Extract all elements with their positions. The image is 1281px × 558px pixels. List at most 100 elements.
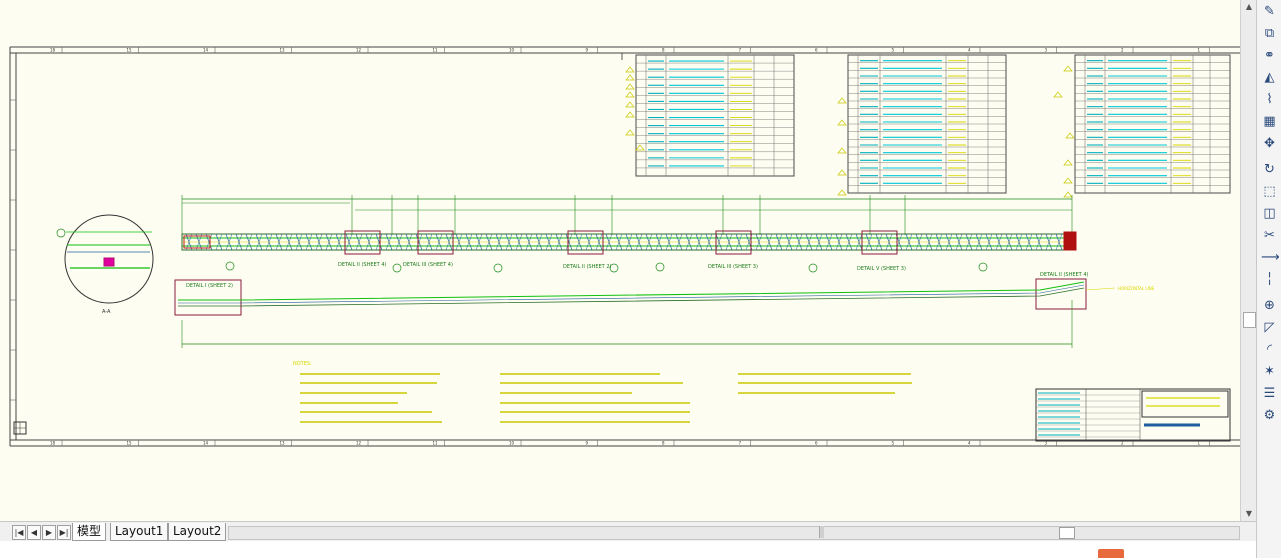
ruler-number: 12 <box>356 48 362 53</box>
ruler-number: 1 <box>1198 48 1201 53</box>
status-indicator-icon <box>1098 549 1124 558</box>
scale-icon[interactable]: ⬚ <box>1263 184 1276 199</box>
ruler-number: 11 <box>433 441 439 446</box>
side-view-belt <box>178 281 1085 301</box>
ruler-number: 13 <box>280 441 286 446</box>
tab-layout2[interactable]: Layout2 <box>168 523 227 541</box>
item-balloon-icon <box>225 261 235 271</box>
stretch-icon[interactable]: ◫ <box>1263 206 1276 221</box>
ruler-number: 6 <box>815 48 818 53</box>
modify-toolbar: ✎ ⧉ ⚭ ◭ ⌇ ▦ ✥ ↻ ⬚ ◫ ✂ ⟶ ╎ ⊕ ◸ ◜ ✶ ☰ ⚙ <box>1256 0 1281 558</box>
revision-triangle-icon <box>1063 191 1073 198</box>
detail-label: DETAIL II (SHEET 4) <box>1040 272 1089 278</box>
next-tab-icon[interactable]: ▶ <box>42 525 56 540</box>
revision-triangle-icon <box>625 74 635 81</box>
array-icon[interactable]: ▦ <box>1263 114 1276 129</box>
scroll-split-handle[interactable] <box>819 526 824 538</box>
tab-model[interactable]: 模型 <box>72 523 107 541</box>
layers-icon[interactable]: ☰ <box>1263 386 1276 401</box>
detail-callout-box <box>1035 278 1087 310</box>
layout-tab-bar: |◀ ◀ ▶ ▶| 模型 Layout1 Layout2 <box>0 521 1256 542</box>
revision-triangle-icon <box>837 97 847 104</box>
move-icon[interactable]: ✥ <box>1264 136 1275 151</box>
fillet-icon[interactable]: ◜ <box>1266 342 1273 357</box>
trim-icon[interactable]: ✂ <box>1264 228 1275 243</box>
side-view-frame <box>178 287 1085 307</box>
link-icon[interactable]: ⚭ <box>1264 48 1275 63</box>
explode-icon[interactable]: ✶ <box>1264 364 1275 379</box>
last-tab-icon[interactable]: ▶| <box>57 525 71 540</box>
detail-callout-box <box>174 279 242 316</box>
copy-icon[interactable]: ⧉ <box>1264 26 1275 41</box>
rotate-icon[interactable]: ↻ <box>1264 162 1275 177</box>
vertical-scroll-thumb[interactable] <box>1243 312 1256 328</box>
ruler-number: 2 <box>1121 48 1124 53</box>
drive-unit <box>1063 231 1077 251</box>
notes-title: NOTES: <box>293 361 312 367</box>
revision-triangle-icon <box>837 169 847 176</box>
ruler-number: 18 <box>50 441 56 446</box>
side-view-truss <box>178 284 1085 304</box>
ruler-number: 10 <box>509 48 515 53</box>
bom-table <box>635 54 795 177</box>
revision-triangle-icon <box>625 101 635 108</box>
properties-icon[interactable]: ⚙ <box>1263 408 1276 423</box>
item-balloon-icon <box>978 262 988 272</box>
offset-icon[interactable]: ⌇ <box>1266 92 1273 107</box>
item-balloon-icon <box>609 263 619 273</box>
break-icon[interactable]: ╎ <box>1265 272 1274 287</box>
title-block <box>1035 388 1231 442</box>
ruler-number: 5 <box>892 441 895 446</box>
detail-label: DETAIL V (SHEET 3) <box>857 266 906 272</box>
ruler-number: 7 <box>739 48 742 53</box>
ruler-number: 10 <box>509 441 515 446</box>
detail-callout-box <box>417 230 454 255</box>
ruler-number: 8 <box>662 441 665 446</box>
ruler-number: 15 <box>127 441 133 446</box>
revision-triangle-icon <box>1063 65 1073 72</box>
cad-drawing: 1818151514141313121211111010998877665544… <box>9 46 1240 447</box>
revision-triangle-icon <box>635 144 645 151</box>
revision-triangle-icon <box>837 189 847 196</box>
extend-icon[interactable]: ⟶ <box>1261 250 1280 265</box>
revision-triangle-icon <box>625 111 635 118</box>
pencil-icon[interactable]: ✎ <box>1264 4 1275 19</box>
ruler-number: 14 <box>203 441 209 446</box>
ruler-number: 4 <box>968 441 971 446</box>
detail-callout-box <box>567 230 604 255</box>
scroll-down-icon[interactable]: ▼ <box>1245 509 1253 518</box>
leader-line <box>1085 287 1116 291</box>
tab-layout1[interactable]: Layout1 <box>110 523 169 541</box>
horizontal-line-label: HORIZONTAL LINE <box>1118 286 1155 291</box>
revision-triangle-icon <box>1065 132 1075 139</box>
first-tab-icon[interactable]: |◀ <box>12 525 26 540</box>
revision-triangle-icon <box>625 83 635 90</box>
tail-pulley <box>183 235 211 249</box>
vertical-scrollbar[interactable]: ▲ ▼ <box>1240 0 1257 521</box>
item-balloon-icon <box>392 263 402 273</box>
revision-triangle-icon <box>1063 159 1073 166</box>
detail-callout-box <box>344 230 381 255</box>
ruler-number: 8 <box>662 48 665 53</box>
mirror-icon[interactable]: ◭ <box>1264 70 1275 85</box>
title-block-logo <box>1141 390 1229 418</box>
ruler-number: 3 <box>1045 48 1048 53</box>
section-view-circle <box>64 214 154 304</box>
revision-triangle-icon <box>1063 177 1073 184</box>
revision-triangle-icon <box>837 119 847 126</box>
detail-label: DETAIL III (SHEET 3) <box>708 264 758 270</box>
horizontal-scrollbar[interactable] <box>228 526 1240 540</box>
ruler-number: 5 <box>892 48 895 53</box>
ruler-number: 13 <box>280 48 286 53</box>
join-icon[interactable]: ⊕ <box>1264 298 1275 313</box>
scroll-up-icon[interactable]: ▲ <box>1245 2 1253 11</box>
detail-callout-box <box>715 230 752 255</box>
status-bar <box>0 541 1256 558</box>
detail-callout-box <box>861 230 898 255</box>
ruler-number: 7 <box>739 441 742 446</box>
item-balloon-icon <box>655 262 665 272</box>
horizontal-scroll-thumb[interactable] <box>1059 527 1075 539</box>
chamfer-icon[interactable]: ◸ <box>1264 320 1275 335</box>
prev-tab-icon[interactable]: ◀ <box>27 525 41 540</box>
